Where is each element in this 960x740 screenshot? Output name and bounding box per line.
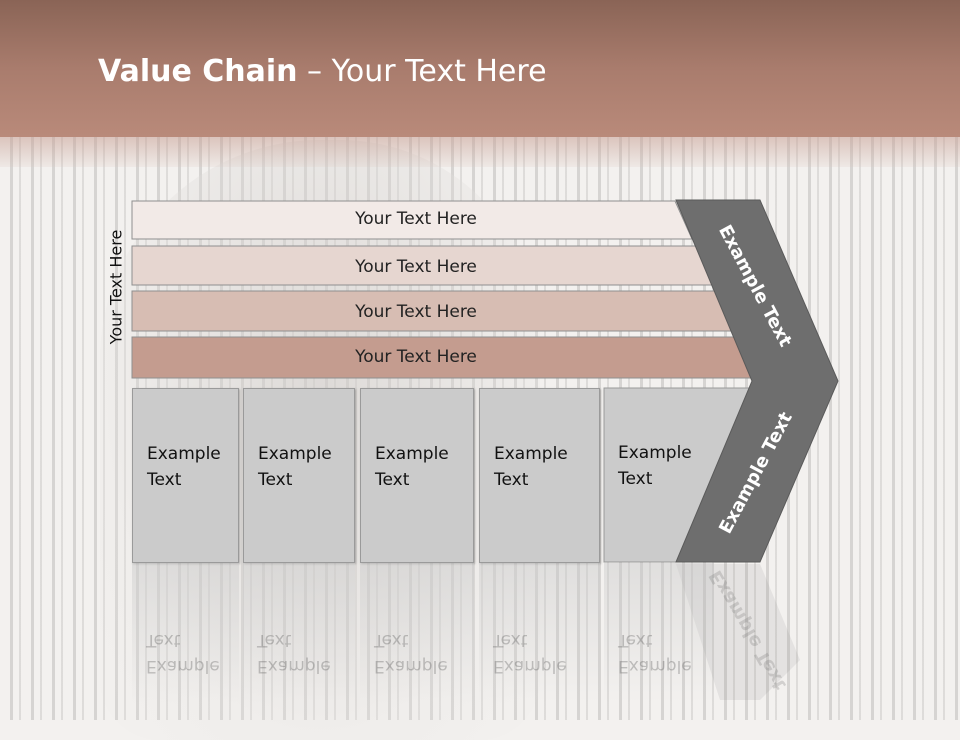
header-fade <box>0 137 960 167</box>
slide-title: Value Chain – Your Text Here <box>98 54 547 89</box>
bar-1-label: Your Text Here <box>355 209 477 229</box>
bar-4-label: Your Text Here <box>355 347 477 367</box>
header-band <box>0 0 960 137</box>
bar-2-label: Your Text Here <box>355 257 477 277</box>
bar-3-label: Your Text Here <box>355 302 477 322</box>
title-bold: Value Chain <box>98 54 298 89</box>
chevron-arrow <box>675 199 839 563</box>
value-chain-diagram <box>131 199 839 700</box>
chevron-reflection <box>676 564 800 700</box>
title-rest: – Your Text Here <box>297 54 547 89</box>
